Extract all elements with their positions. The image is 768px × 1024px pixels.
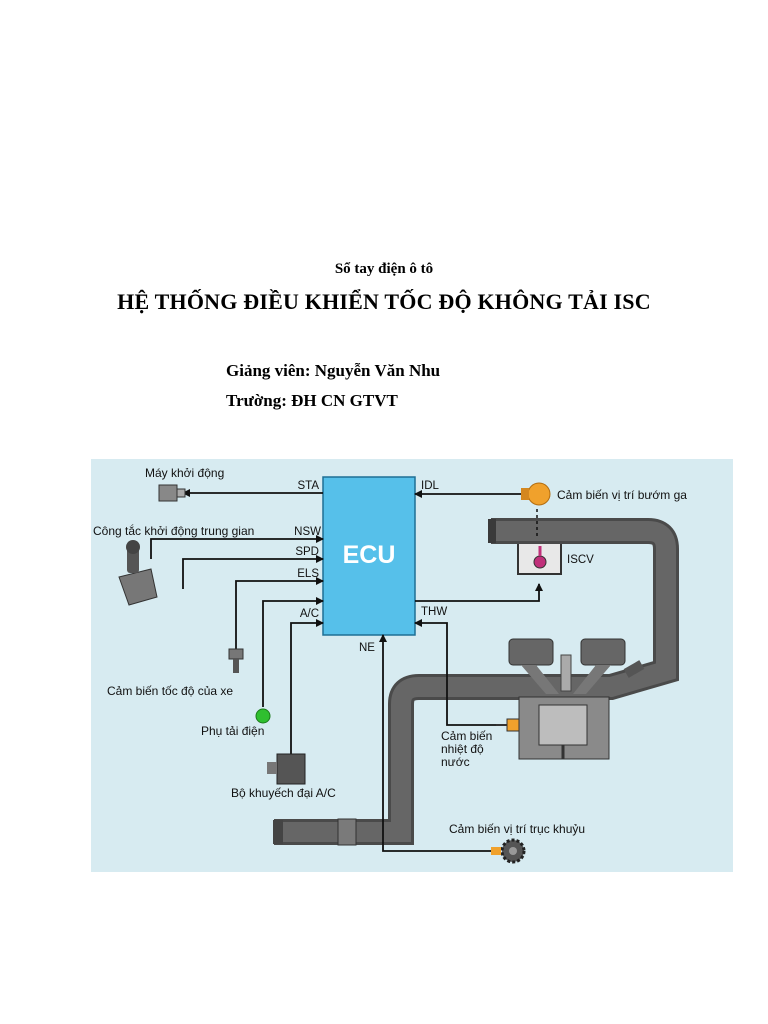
label-crank-sensor: Cảm biến vị trí trục khuỷu (449, 822, 585, 836)
label-throttle-sensor: Cảm biến vị trí bướm ga (557, 488, 687, 502)
label-coolant-sensor-1: Cảm biến (441, 729, 492, 743)
label-coolant-sensor-3: nước (441, 755, 470, 769)
label-electrical-load: Phụ tải điện (201, 724, 264, 738)
isc-system-diagram: ECU STA NSW SP (91, 459, 733, 872)
label-coolant-sensor-2: nhiệt độ (441, 742, 484, 756)
school-line: Trường: ĐH CN GTVT (226, 391, 398, 410)
lecturer-line: Giảng viên: Nguyễn Văn Nhu (226, 361, 441, 380)
gear-shifter-icon (118, 540, 158, 606)
throttle-sensor-icon (521, 482, 551, 506)
signal-spd: SPD (295, 546, 319, 558)
label-ac-amplifier: Bộ khuyếch đại A/C (231, 786, 336, 800)
engine-block (508, 638, 645, 760)
intake-pipe (273, 518, 679, 846)
speed-sensor-icon (228, 648, 244, 673)
electrical-load-icon (255, 708, 271, 724)
document-header: Sổ tay điện ô tô (334, 261, 434, 277)
signal-els: ELS (297, 568, 319, 580)
signal-ne: NE (359, 642, 375, 654)
label-neutral-switch: Công tắc khởi động trung gian (93, 523, 254, 538)
signal-idl: IDL (421, 480, 440, 492)
signal-thw: THW (421, 606, 447, 618)
crank-sensor-icon (491, 838, 526, 864)
starter-icon (158, 484, 186, 502)
ecu-box (322, 476, 416, 636)
signal-sta: STA (297, 480, 319, 492)
signal-iscv: ISCV (567, 554, 594, 566)
ecu-label: ECU (343, 541, 396, 569)
document-title: HỆ THỐNG ĐIỀU KHIỂN TỐC ĐỘ KHÔNG TẢI ISC (117, 289, 651, 314)
label-speed-sensor: Cảm biến tốc độ của xe (107, 684, 233, 698)
signal-nsw: NSW (294, 526, 321, 538)
coolant-temp-sensor (496, 718, 520, 732)
iscv-valve (517, 544, 562, 575)
signal-ac: A/C (300, 608, 319, 620)
signal-wires (150, 489, 543, 852)
label-starter: Máy khởi động (145, 466, 224, 480)
ac-amplifier-icon (267, 753, 306, 785)
diagram-canvas: ECU STA NSW SP (91, 459, 733, 872)
